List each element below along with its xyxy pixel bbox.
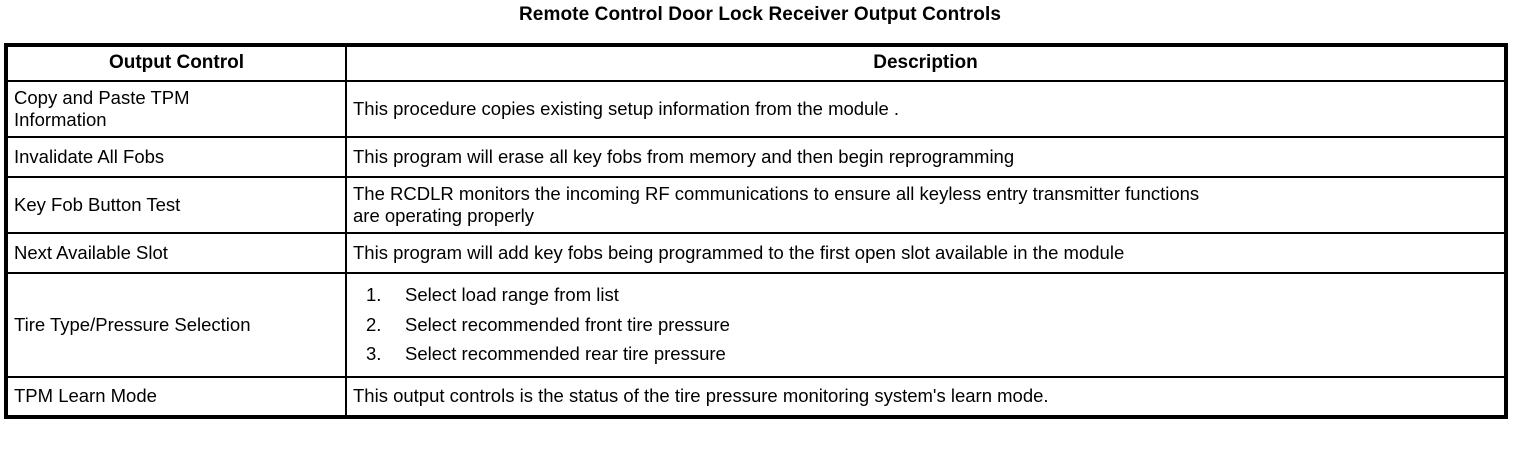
table-row: TPM Learn Mode This output controls is t… <box>5 376 1507 418</box>
cell-output-control: TPM Learn Mode <box>5 376 347 418</box>
cell-description: This program will erase all key fobs fro… <box>345 136 1507 178</box>
control-label-line-1: Copy and Paste TPM <box>14 86 190 108</box>
list-item: Select recommended front tire pressure <box>366 310 730 340</box>
table-body: Copy and Paste TPM Information This proc… <box>5 80 1507 418</box>
table-container: Output Control Description Copy and Past… <box>4 43 1508 419</box>
table-header-row: Output Control Description <box>5 44 1507 82</box>
steps-list: Select load range from list Select recom… <box>353 280 1498 370</box>
cell-output-control: Tire Type/Pressure Selection <box>5 272 347 378</box>
control-label-line-2: Information <box>14 108 107 130</box>
table-row: Invalidate All Fobs This program will er… <box>5 136 1507 178</box>
cell-output-control: Invalidate All Fobs <box>5 136 347 178</box>
table-row: Tire Type/Pressure Selection Select load… <box>5 272 1507 378</box>
cell-description: Select load range from list Select recom… <box>345 272 1507 378</box>
table-header: Output Control Description <box>5 44 1507 82</box>
list-item: Select load range from list <box>366 280 619 310</box>
column-header-description: Description <box>345 44 1507 82</box>
cell-description: This output controls is the status of th… <box>345 376 1507 418</box>
description-line-2: are operating properly <box>353 204 534 226</box>
description-line-1: The RCDLR monitors the incoming RF commu… <box>353 182 1200 204</box>
page-title: Remote Control Door Lock Receiver Output… <box>518 4 1002 25</box>
table-row: Copy and Paste TPM Information This proc… <box>5 80 1507 138</box>
column-header-output-control: Output Control <box>5 44 347 82</box>
cell-output-control: Next Available Slot <box>5 232 347 274</box>
output-controls-table: Output Control Description Copy and Past… <box>4 43 1508 419</box>
cell-description: This procedure copies existing setup inf… <box>345 80 1507 138</box>
cell-description: This program will add key fobs being pro… <box>345 232 1507 274</box>
table-row: Next Available Slot This program will ad… <box>5 232 1507 274</box>
table-row: Key Fob Button Test The RCDLR monitors t… <box>5 176 1507 234</box>
list-item: Select recommended rear tire pressure <box>366 339 726 369</box>
cell-output-control: Key Fob Button Test <box>5 176 347 234</box>
cell-description: The RCDLR monitors the incoming RF commu… <box>345 176 1507 234</box>
cell-output-control: Copy and Paste TPM Information <box>5 80 347 138</box>
